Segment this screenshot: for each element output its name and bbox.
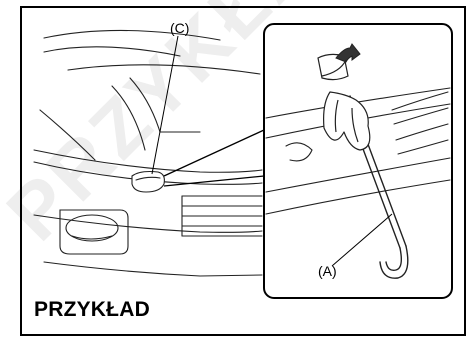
inset-detail xyxy=(264,24,452,298)
inset-connector-lines xyxy=(164,130,264,186)
figure-caption: PRZYKŁAD xyxy=(34,298,150,322)
callout-a-label: (A) xyxy=(318,263,337,279)
callout-c-label: (C) xyxy=(170,20,189,36)
